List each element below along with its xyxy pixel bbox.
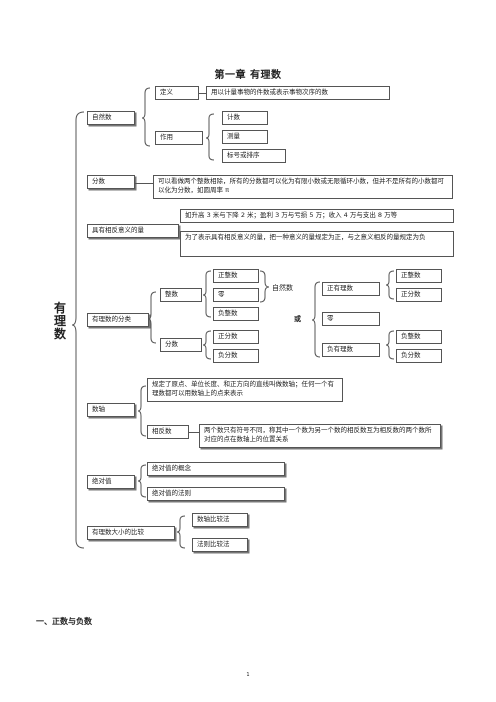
positive-brace [385,270,395,300]
comparison-number-line: 数轴比较法 [192,513,248,527]
negative-integer: 负整数 [396,330,442,344]
positive-integer: 正整数 [396,269,442,283]
fraction-class-brace [202,330,212,360]
classification-box: 有理数的分类 [87,313,149,327]
natural-brace [141,87,151,147]
natural-right-brace [259,270,270,303]
opposite-quantity-box: 具有相反意义的量 [87,224,179,238]
positive-fraction: 正分数 [396,288,442,302]
fraction-label-box: 分数 [160,338,202,352]
function-brace [205,113,215,161]
classification-brace [147,291,157,344]
positive-rational-box: 正有理数 [322,282,380,296]
fraction-text-box: 可以看做两个整数相除，所有的分数都可以化为有限小数或无限循环小数，但并不是所有的… [153,175,453,199]
definition-text-box: 用以计量事物的件数或表示事物次序的数 [206,86,390,100]
integer-label-box: 整数 [160,288,202,302]
section-heading: 一、正数与负数 [36,617,92,626]
or-label: 或 [294,315,301,323]
comparison-box: 有理数大小的比较 [87,526,175,540]
absolute-brace [137,464,147,498]
vertical-title-char: 有 [53,301,66,315]
number-line-definition: 规定了原点、单位长度、和正方向的直线叫做数轴；任何一个有理数都可以用数轴上的点来… [147,378,343,402]
comparison-rule: 法则比较法 [192,538,248,552]
negative-brace [385,330,395,360]
definition-label-box: 定义 [155,86,199,100]
absolute-concept: 绝对值的概念 [147,462,285,476]
integer-brace [202,270,212,318]
integer-zero: 零 [213,288,259,302]
opposite-text-box: 为了表示具有相反意义的量，把一种意义的量规定为正，与之意义相反的量规定为负 [180,231,454,257]
absolute-value-box: 绝对值 [87,475,135,489]
vertical-title-char: 理 [53,314,66,328]
vertical-title-char: 数 [53,327,66,341]
number-line-brace [137,385,147,437]
fraction-negative: 负分数 [213,349,259,363]
page-title: 第一章 有理数 [214,70,282,81]
comparison-brace [176,515,186,549]
integer-positive: 正整数 [213,269,259,283]
function-item-label: 标号或排序 [222,149,286,163]
natural-number-label: 自然数 [272,284,293,292]
negative-fraction: 负分数 [396,349,442,363]
natural-number-box: 自然数 [87,111,135,125]
opposite-number-label: 相反数 [147,425,189,439]
opposite-example-box: 如升高 3 米与下降 2 米；盈利 3 万与亏损 5 万；收入 4 万与支出 8… [180,209,454,223]
vertical-title: 有 理 数 [52,302,68,341]
negative-rational-box: 负有理数 [322,343,380,357]
absolute-rule: 绝对值的法则 [147,487,285,501]
opposite-number-text: 两个数只有符号不同，称其中一个数为另一个数的相反数互为相反数的两个数所对应的点在… [199,424,441,448]
number-line-box: 数轴 [87,403,135,417]
function-item-count: 计数 [222,111,268,125]
fraction-box: 分数 [87,175,135,189]
integer-negative: 负整数 [213,307,259,321]
function-label-box: 作用 [155,131,203,145]
function-item-measure: 测量 [222,130,268,144]
page-number: 1 [246,672,250,678]
main-brace [71,111,85,549]
sign-brace [311,281,321,358]
fraction-positive: 正分数 [213,330,259,344]
zero-box: 零 [322,312,380,326]
